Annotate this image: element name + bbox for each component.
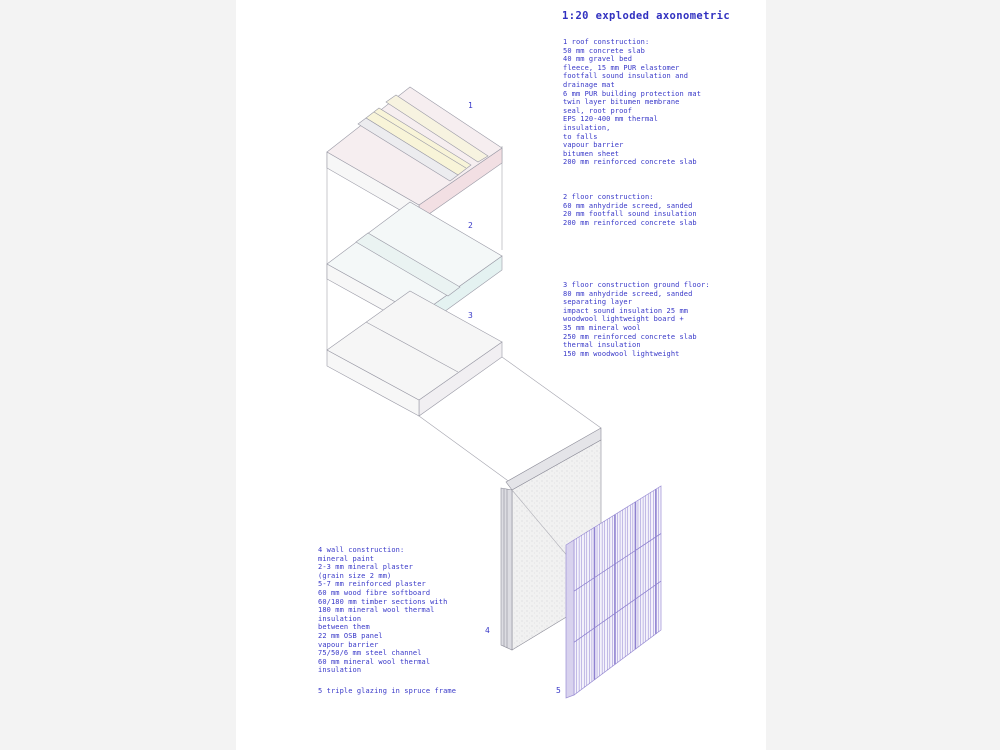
glazing-transom <box>573 580 662 643</box>
ground-floor-slab <box>326 290 503 417</box>
note-roof-construction: 1 roof construction: 50 mm concrete slab… <box>563 38 702 167</box>
roof-slab <box>326 86 503 222</box>
note-glazing: 5 triple glazing in spruce frame <box>318 687 457 695</box>
glazing-transom <box>573 533 662 592</box>
note-floor-construction: 2 floor construction: 60 mm anhydride sc… <box>563 193 697 227</box>
drawing-title: 1:20 exploded axonometric <box>562 10 731 22</box>
drawing-sheet: 1:20 exploded axonometric 1 roof constru… <box>236 0 766 750</box>
axonometric-drawing <box>326 86 662 699</box>
label-3: 3 <box>468 311 473 320</box>
label-5: 5 <box>556 686 561 695</box>
label-4: 4 <box>485 626 490 635</box>
label-1: 1 <box>468 101 473 110</box>
label-2: 2 <box>468 221 473 230</box>
note-ground-floor-construction: 3 floor construction ground floor: 80 mm… <box>563 281 710 358</box>
note-wall-construction: 4 wall construction: mineral paint 2-3 m… <box>318 546 448 675</box>
glazing-element <box>565 485 662 699</box>
